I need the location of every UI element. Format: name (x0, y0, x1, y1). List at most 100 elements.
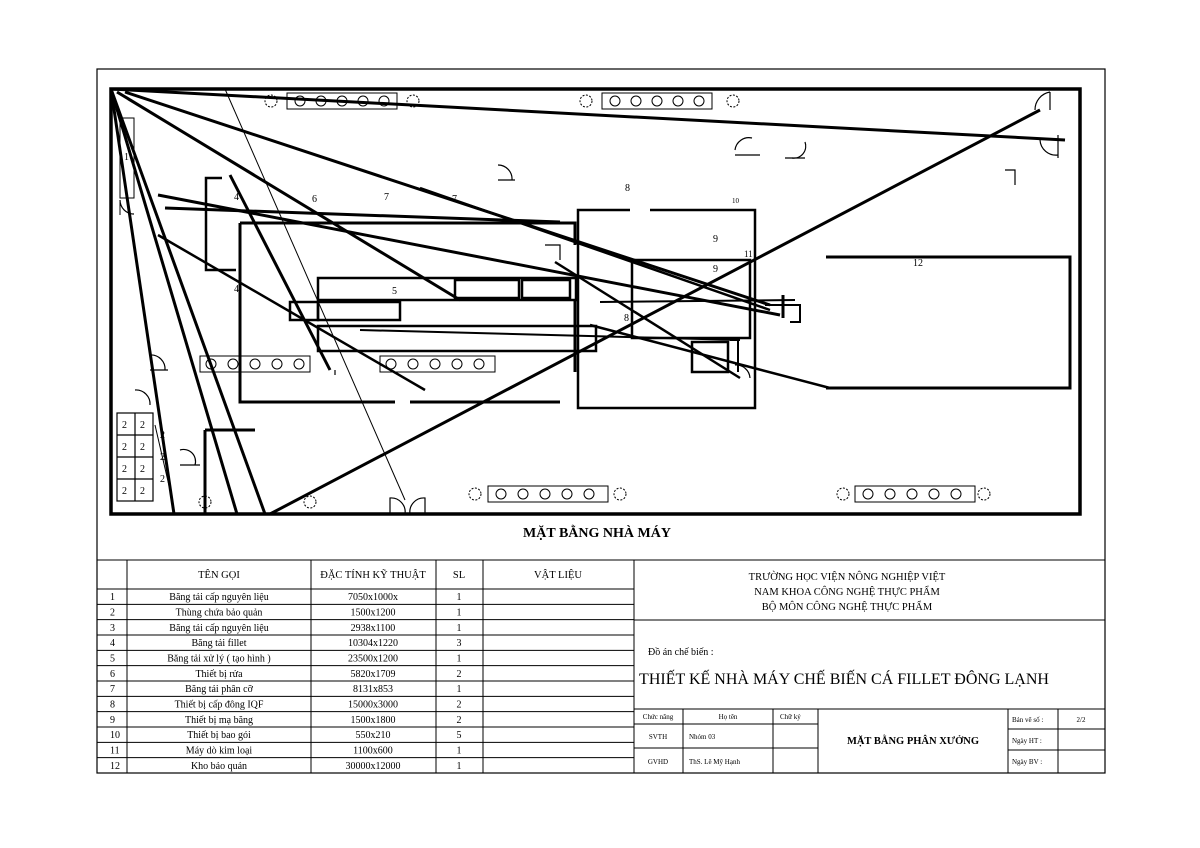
table-row: 8 Thiết bị cấp đông IQF 15000x3000 2 (110, 700, 462, 711)
label-6: 6 (312, 194, 317, 205)
sheet-value: 2/2 (1077, 716, 1086, 724)
row-qty: 1 (457, 761, 462, 772)
row-name: Băng tải phân cỡ (185, 684, 253, 695)
drain-fixtures (198, 495, 317, 509)
row-spec: 15000x3000 (348, 700, 398, 711)
col-sign: Chữ ký (780, 713, 801, 721)
role-svth: SVTH (649, 733, 667, 741)
row-qty: 1 (457, 654, 462, 665)
washer-row-bottom-center (468, 485, 627, 503)
row-number: 9 (110, 715, 115, 726)
role-gvhd: GVHD (648, 758, 668, 766)
label-1: 1 (124, 152, 129, 163)
title-block-text: TRƯỜNG HỌC VIỆN NÔNG NGHIỆP VIỆT NAM KHO… (639, 571, 1086, 766)
col-role: Chức năng (643, 713, 674, 721)
table-row: 10 Thiết bị bao gói 550x210 5 (110, 730, 462, 741)
row-number: 6 (110, 669, 115, 680)
row-number: 11 (110, 746, 120, 757)
row-qty: 1 (457, 608, 462, 619)
row-qty: 2 (457, 669, 462, 680)
washer-row-top-right (579, 92, 740, 110)
col-name: Họ tên (719, 713, 738, 721)
row-name: Thiết bị cấp đông IQF (175, 700, 264, 711)
label-2e: 2 (122, 464, 127, 475)
row-qty: 2 (457, 700, 462, 711)
label-2f: 2 (140, 464, 145, 475)
row-name: Băng tải fillet (192, 638, 247, 649)
washer-row-top-left (264, 92, 420, 110)
label-2b: 2 (140, 420, 145, 431)
row-name: Máy dò kim loại (186, 746, 253, 757)
school-line-3: BỘ MÔN CÔNG NGHỆ THỰC PHẨM (762, 600, 933, 613)
floor-plan (109, 87, 1082, 516)
row-number: 10 (110, 730, 120, 741)
row-number: 3 (110, 623, 115, 634)
row-spec: 7050x1000x (348, 592, 398, 603)
label-10: 10 (732, 197, 740, 205)
label-2g: 2 (122, 486, 127, 497)
label-2j: 2 (160, 452, 165, 463)
label-2i: 2 (160, 430, 165, 441)
label-7: 7 (384, 192, 389, 203)
name-gvhd: ThS. Lê Mỹ Hạnh (689, 758, 740, 766)
label-9a: 9 (713, 234, 718, 245)
row-qty: 5 (457, 730, 462, 741)
row-name: Thùng chứa bảo quản (176, 608, 263, 619)
sheet-border (96, 68, 1106, 774)
row-qty: 2 (457, 715, 462, 726)
label-4b: 4 (234, 284, 239, 295)
label-2h: 2 (140, 486, 145, 497)
plan-title: MẶT BẰNG NHÀ MÁY (523, 524, 671, 541)
label-2c: 2 (122, 442, 127, 453)
label-12: 12 (913, 258, 923, 269)
row-spec: 8131x853 (353, 684, 393, 695)
row-qty: 1 (457, 592, 462, 603)
row-number: 1 (110, 592, 115, 603)
school-line-1: TRƯỜNG HỌC VIỆN NÔNG NGHIỆP VIỆT (749, 571, 946, 583)
row-name: Thiết bị mạ băng (185, 715, 253, 726)
row-name: Băng tải xử lý ( tạo hình ) (167, 654, 270, 665)
header-spec: ĐẶC TÍNH KỸ THUẬT (320, 569, 426, 581)
row-name: Thiết bị bao gói (187, 730, 251, 741)
row-name: Thiết bị rửa (195, 669, 243, 680)
row-name: Băng tải cấp nguyên liệu (169, 623, 268, 634)
plan-labels: 1 4 4 6 7 7 5 8 8 10 9 9 11 12 2 2 2 2 2… (122, 152, 923, 497)
row-number: 8 (110, 700, 115, 711)
label-5: 5 (392, 286, 397, 297)
row-name: Kho bảo quản (191, 761, 247, 772)
label-4a: 4 (234, 192, 239, 203)
row-qty: 3 (457, 638, 462, 649)
row-number: 4 (110, 638, 115, 649)
row-number: 2 (110, 608, 115, 619)
project-title: THIẾT KẾ NHÀ MÁY CHẾ BIẾN CÁ FILLET ĐÔNG… (639, 669, 1049, 688)
header-material: VẬT LIỆU (534, 569, 582, 581)
date-defense: Ngày BV : (1012, 758, 1042, 766)
row-spec: 550x210 (356, 730, 391, 741)
header-name: TÊN GỌI (198, 569, 240, 581)
row-spec: 30000x12000 (346, 761, 401, 772)
drawing-title: MẶT BẰNG PHÂN XƯỞNG (847, 734, 979, 747)
washer-row-mid-center (379, 355, 496, 373)
row-qty: 1 (457, 684, 462, 695)
sheet-label: Bản vẽ số : (1012, 716, 1043, 724)
table-row: 12 Kho bảo quản 30000x12000 1 (110, 761, 462, 772)
row-qty: 1 (457, 746, 462, 757)
title-block (634, 619, 1105, 773)
school-line-2: NAM KHOA CÔNG NGHỆ THỰC PHẨM (754, 585, 940, 598)
washer-row-mid-left (199, 355, 311, 373)
table-row: 4 Băng tải fillet 10304x1220 3 (110, 638, 462, 649)
equipment-header: TÊN GỌI ĐẶC TÍNH KỸ THUẬT SL VẬT LIỆU (198, 569, 582, 581)
row-number: 12 (110, 761, 120, 772)
date-done: Ngày HT : (1012, 737, 1042, 745)
label-8a: 8 (625, 183, 630, 194)
row-spec: 10304x1220 (348, 638, 398, 649)
